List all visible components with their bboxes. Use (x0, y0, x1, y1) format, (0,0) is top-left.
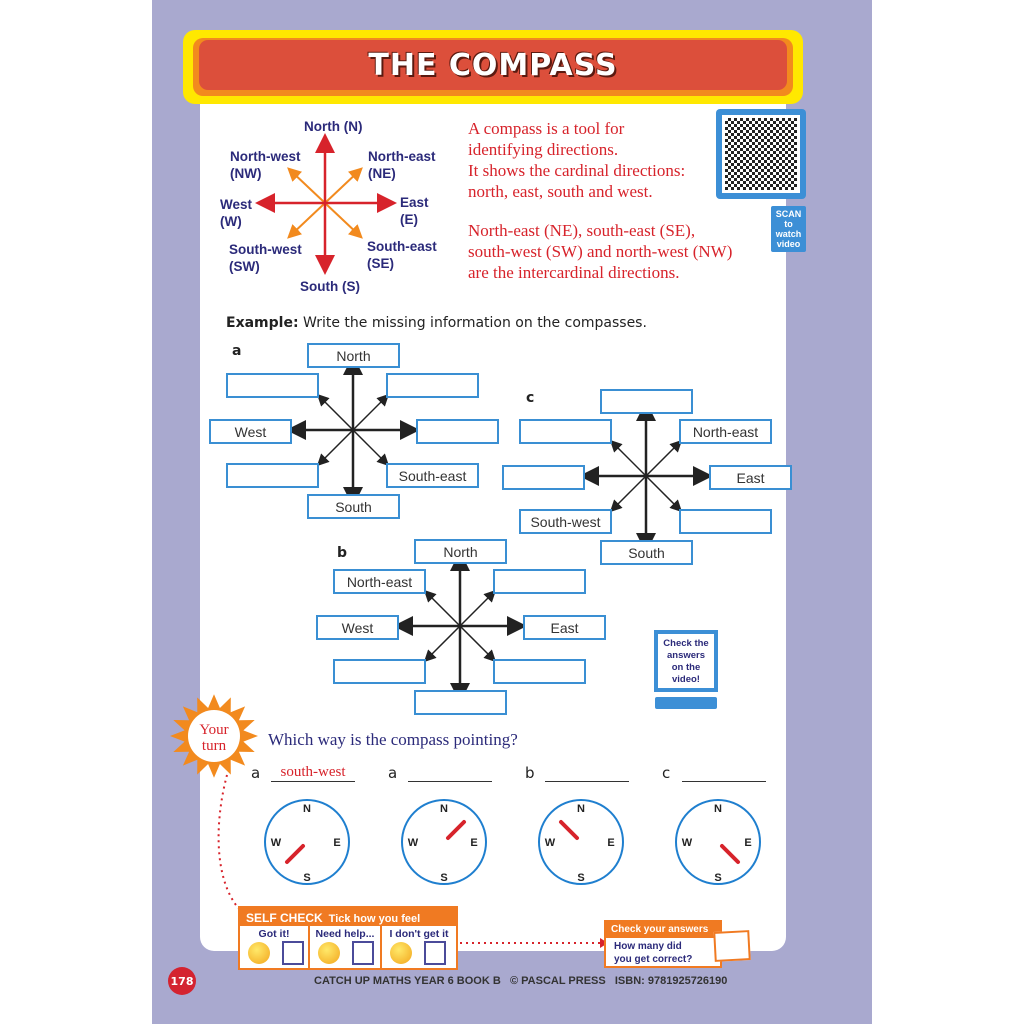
compass-c-se-box[interactable] (679, 509, 772, 534)
your-turn-sun-badge: Your turn (170, 694, 258, 778)
compass-needle (446, 820, 466, 840)
svg-text:N: N (440, 803, 448, 815)
self-check-dont-get-it: I don't get it (382, 926, 456, 970)
svg-text:N: N (714, 803, 722, 815)
svg-text:W: W (271, 837, 282, 849)
compass-dial: N E S W (401, 799, 487, 885)
label-north-west: North-west(NW) (230, 149, 301, 181)
answer-line[interactable]: south-west (271, 764, 355, 782)
svg-text:E: E (470, 837, 477, 849)
compass-a-ne-box[interactable] (386, 373, 479, 398)
answer-label: c (662, 764, 671, 782)
svg-text:W: W (545, 837, 556, 849)
compass-label: c (526, 390, 535, 406)
svg-text:S: S (714, 872, 721, 884)
tick-box[interactable] (282, 941, 304, 965)
label-east: East(E) (400, 195, 429, 227)
compass-b-e-box[interactable]: East (523, 615, 606, 640)
tick-box[interactable] (352, 941, 374, 965)
compass-a-sw-box[interactable] (226, 463, 319, 488)
svg-text:N: N (577, 803, 585, 815)
page-title: THE COMPASS (199, 40, 787, 90)
tick-box[interactable] (424, 941, 446, 965)
answer-label: a (388, 764, 398, 782)
question-text: Which way is the compass pointing? (268, 730, 518, 749)
compass-dial: N E S W (264, 799, 350, 885)
answer-label: a (251, 764, 261, 782)
svg-text:turn: turn (202, 738, 227, 754)
compass-needle (559, 820, 579, 840)
self-check-got-it: Got it! (240, 926, 310, 970)
qr-code[interactable] (716, 109, 806, 199)
svg-text:S: S (303, 872, 310, 884)
svg-text:S: S (440, 872, 447, 884)
score-box[interactable] (713, 930, 751, 962)
label-north-east: North-east(NE) (368, 149, 436, 181)
footer-text: CATCH UP MATHS YEAR 6 BOOK B © PASCAL PR… (314, 975, 728, 987)
title-banner: THE COMPASS (183, 30, 803, 104)
answer-label: b (525, 764, 535, 782)
compass-b-w-box[interactable]: West (316, 615, 399, 640)
compass-a-n-box[interactable]: North (307, 343, 400, 368)
compass-a-s-box[interactable]: South (307, 494, 400, 519)
compass-rose-diagram (255, 133, 397, 275)
compass-a-w-box[interactable]: West (209, 419, 292, 444)
compass-c-ne-box[interactable]: North-east (679, 419, 772, 444)
compass-c-sw-box[interactable]: South-west (519, 509, 612, 534)
compass-c-s-box[interactable]: South (600, 540, 693, 565)
happy-face-icon (248, 942, 270, 964)
compass-c-e-box[interactable]: East (709, 465, 792, 490)
compass-a-e-box[interactable] (416, 419, 499, 444)
compass-c-arrows (579, 401, 713, 553)
compass-b-sw-box[interactable] (333, 659, 426, 684)
compass-b-se-box[interactable] (493, 659, 586, 684)
label-south-east: South-east(SE) (367, 239, 437, 271)
compass-b-n-box[interactable]: North (414, 539, 507, 564)
compass-b-ne-box[interactable] (493, 569, 586, 594)
compass-a-nw-box[interactable] (226, 373, 319, 398)
svg-text:Your: Your (199, 722, 228, 738)
compass-a-arrows (286, 355, 420, 507)
compass-b-arrows (393, 551, 527, 703)
svg-text:E: E (607, 837, 614, 849)
compass-dial: N E S W (675, 799, 761, 885)
compass-c-w-box[interactable] (502, 465, 585, 490)
compass-label: a (232, 343, 242, 359)
compass-a-se-box[interactable]: South-east (386, 463, 479, 488)
compass-c-n-box[interactable] (600, 389, 693, 414)
compass-b-s-box[interactable] (414, 690, 507, 715)
svg-text:W: W (682, 837, 693, 849)
label-west: West(W) (220, 197, 253, 229)
svg-text:E: E (333, 837, 340, 849)
compass-needle (720, 844, 740, 864)
compass-b-nw-box[interactable]: North-east (333, 569, 426, 594)
compass-c-nw-box[interactable] (519, 419, 612, 444)
svg-text:W: W (408, 837, 419, 849)
svg-text:N: N (303, 803, 311, 815)
screen-stand (655, 697, 717, 709)
page-number: 178 (168, 967, 196, 995)
label-south-west: South-west(SW) (229, 242, 302, 274)
neutral-face-icon (318, 942, 340, 964)
answer-line[interactable] (408, 764, 492, 782)
svg-text:E: E (744, 837, 751, 849)
self-check-need-help: Need help... (310, 926, 382, 970)
answer-line[interactable] (682, 764, 766, 782)
example-instruction: Example: Write the missing information o… (226, 315, 647, 331)
answer-line[interactable] (545, 764, 629, 782)
label-south: South (S) (300, 279, 360, 294)
label-north: North (N) (304, 119, 363, 134)
frown-face-icon (390, 942, 412, 964)
svg-text:S: S (577, 872, 584, 884)
compass-dial: N E S W (538, 799, 624, 885)
compass-needle (285, 844, 305, 864)
compass-label: b (337, 545, 348, 561)
